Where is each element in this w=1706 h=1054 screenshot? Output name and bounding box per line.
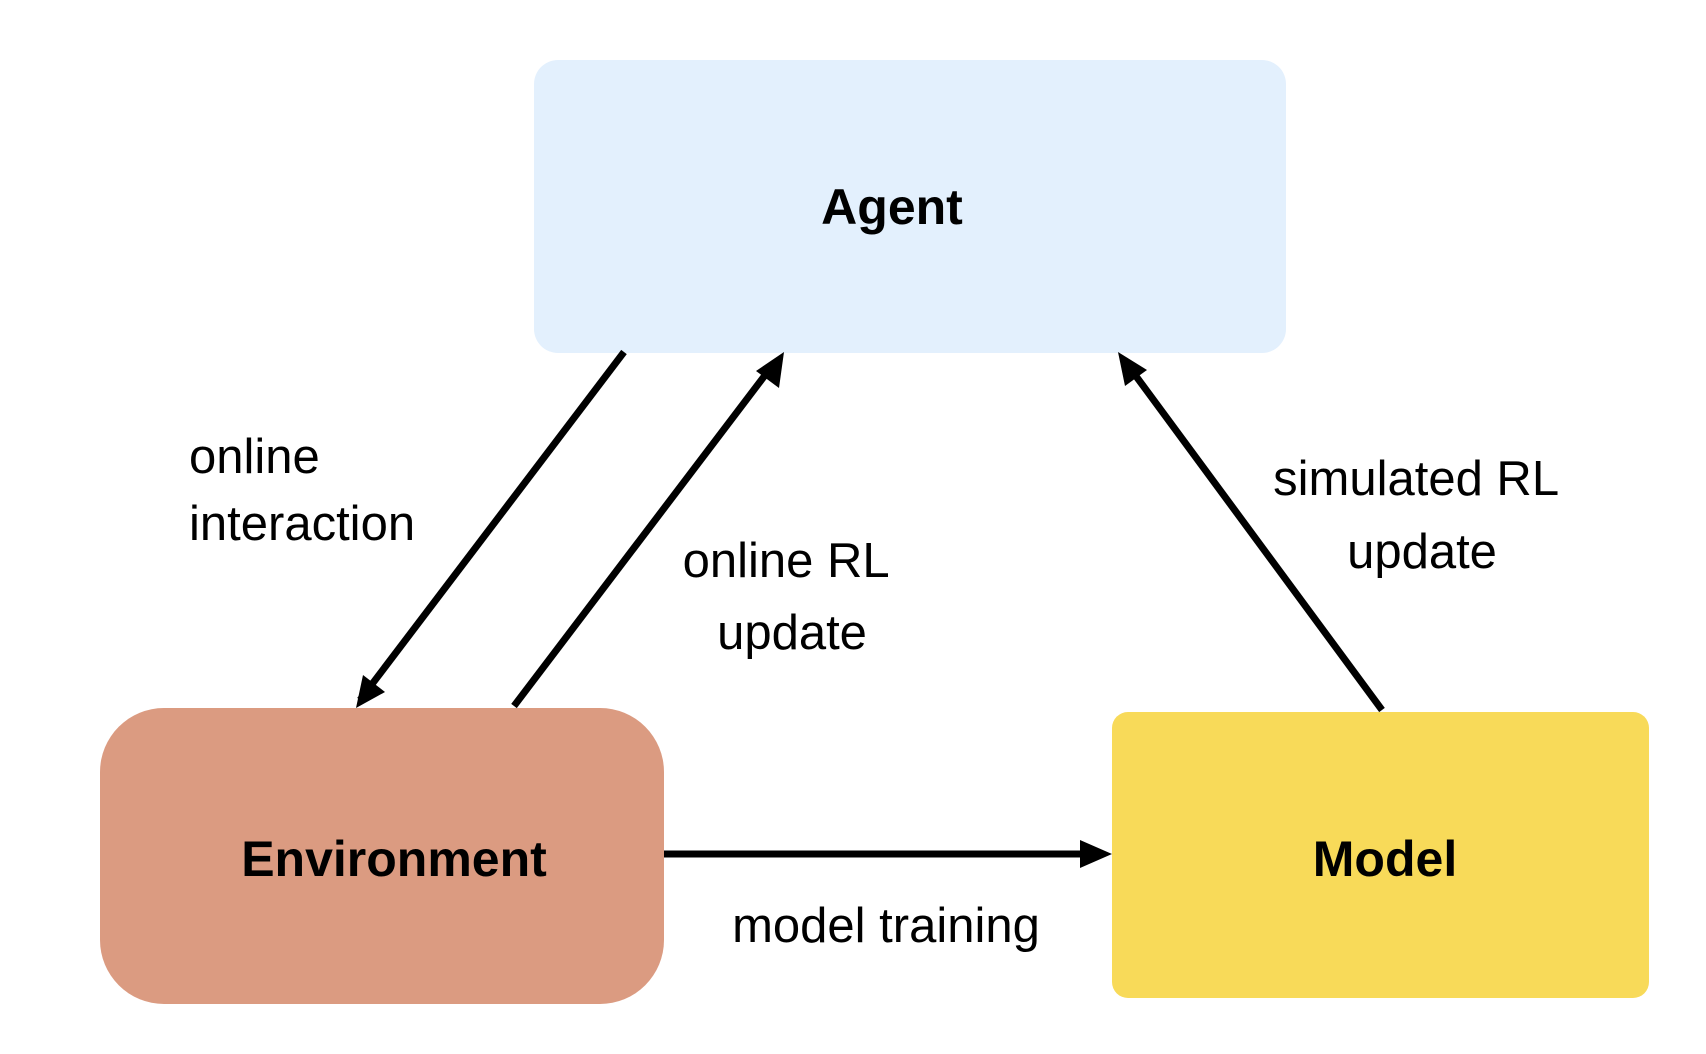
environment-box [100,708,664,1004]
label-model-training: model training [732,899,1040,953]
model-label: Model [1313,831,1457,887]
label-online-interaction-line-1: online [189,430,320,484]
arrow-online-rl-update [511,363,775,709]
arrowhead-online-interaction [356,675,385,708]
label-simulated-rl-update-line-2: update [1347,525,1497,579]
label-simulated-rl-update: simulated RL update [1273,452,1571,579]
environment-label: Environment [241,831,547,887]
arrow-simulated-rl-update [1127,365,1385,713]
model-box [1112,712,1649,998]
model-node[interactable]: Model [1112,712,1649,998]
arrowhead-simulated-rl-update [1118,352,1147,386]
label-online-rl-update-line-1: online RL [683,534,889,588]
agent-node[interactable]: Agent [534,60,1286,353]
arrowhead-online-rl-update [756,352,784,388]
arrowhead-model-training [1080,840,1112,868]
agent-box [534,60,1286,353]
label-online-interaction: online interaction [189,430,415,551]
label-online-rl-update-line-2: update [717,606,867,660]
label-simulated-rl-update-line-1: simulated RL [1273,452,1558,506]
agent-label: Agent [821,179,963,235]
environment-node[interactable]: Environment [100,708,664,1004]
label-online-interaction-line-2: interaction [189,497,415,551]
label-model-training-line-1: model training [732,899,1040,953]
arrow-online-interaction [357,349,627,703]
label-online-rl-update: online RL update [683,534,902,660]
